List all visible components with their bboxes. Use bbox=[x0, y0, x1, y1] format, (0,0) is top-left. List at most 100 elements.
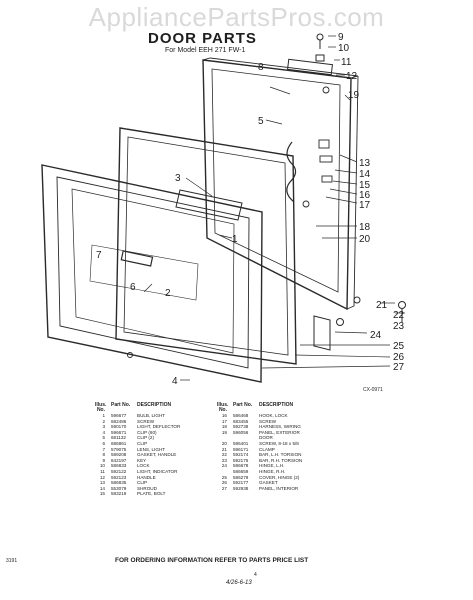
legend-part-no: 596056 bbox=[233, 429, 249, 435]
legend-row: DOOR bbox=[217, 435, 357, 441]
handwritten-note: 4/26-6-13 bbox=[226, 580, 252, 586]
legend-description: GASKET bbox=[259, 480, 278, 486]
watermark: AppliancePartsPros.com bbox=[88, 2, 385, 32]
legend-illus-no: 22 bbox=[221, 452, 227, 458]
legend-illus-no: 11 bbox=[100, 468, 105, 474]
callout-5: 5 bbox=[258, 116, 264, 127]
legend-illus-no: 13 bbox=[99, 480, 105, 486]
exploded-door-diagram: 1 2 3 4 5 6 7 8 9 10 11 12 13 14 15 16 1… bbox=[41, 32, 406, 387]
legend-part-no: 586833 bbox=[111, 463, 127, 469]
callout-16: 16 bbox=[359, 190, 371, 201]
drawing-stamp: CX-0971 bbox=[363, 387, 383, 393]
callout-22: 22 bbox=[393, 310, 405, 321]
legend-description: HANDLE bbox=[137, 474, 156, 480]
header-illus-no: Illus. No. bbox=[217, 402, 229, 413]
legend-part-no: 681132 bbox=[111, 435, 126, 441]
legend-illus-no: 24 bbox=[221, 463, 227, 469]
ordering-footer: FOR ORDERING INFORMATION REFER TO PARTS … bbox=[115, 557, 309, 564]
legend-part-no: 586678 bbox=[233, 463, 249, 469]
model-subtitle: For Model EEH 271 FW-1 bbox=[165, 47, 246, 54]
legend-illus-no: 6 bbox=[102, 440, 105, 446]
callout-1: 1 bbox=[232, 234, 238, 245]
legend-description: SCREW, 8-18 x 5/8 bbox=[259, 440, 299, 446]
legend-part-no: 596677 bbox=[111, 413, 127, 418]
legend-illus-no: 23 bbox=[221, 457, 227, 463]
interior-door-panel bbox=[41, 164, 263, 383]
legend-part-no: 586835 bbox=[111, 480, 127, 486]
document-code: 3191 bbox=[6, 558, 18, 564]
legend-description: BAR, L.H. TORSION bbox=[259, 452, 302, 458]
legend-row: 1 596677 BULB, LIGHT bbox=[95, 413, 235, 419]
legend-description: PANEL, EXTERIOR bbox=[259, 429, 300, 435]
legend-description: CLIP bbox=[137, 440, 148, 446]
callout-18: 18 bbox=[359, 222, 371, 233]
callout-15: 15 bbox=[359, 180, 371, 191]
legend-part-no: 586468 bbox=[233, 413, 249, 418]
callout-4: 4 bbox=[172, 376, 178, 387]
legend-illus-no: 2 bbox=[102, 418, 105, 424]
lock-and-key bbox=[315, 33, 325, 62]
callout-20: 20 bbox=[359, 234, 371, 245]
page-number: 4 bbox=[254, 572, 257, 578]
callout-27: 27 bbox=[393, 362, 405, 373]
callout-11: 11 bbox=[341, 57, 352, 68]
hinge-assembly bbox=[127, 296, 406, 358]
legend-header: Illus. No. Part No. DESCRIPTION bbox=[95, 403, 235, 413]
legend-part-no: 592177 bbox=[233, 480, 249, 486]
legend-description: CLIP bbox=[137, 480, 148, 486]
legend-description: DOOR bbox=[259, 435, 273, 441]
legend-description: BAR, R.H. TORSION bbox=[259, 457, 303, 463]
legend-description: GASKET, HANDLE bbox=[137, 452, 177, 458]
legend-part-no: 579075 bbox=[111, 446, 127, 452]
callout-6: 6 bbox=[130, 282, 136, 293]
header-description: DESCRIPTION bbox=[137, 402, 172, 408]
legend-description: KEY bbox=[137, 457, 147, 463]
callout-12: 12 bbox=[346, 71, 358, 82]
legend-illus-no: 20 bbox=[221, 440, 227, 446]
header-part-no: Part No. bbox=[233, 402, 253, 408]
header-description: DESCRIPTION bbox=[259, 402, 294, 408]
legend-description: PANEL, INTERIOR bbox=[259, 485, 299, 491]
legend-description: LIGHT, INDICATOR bbox=[137, 468, 178, 474]
legend-part-no: 842197 bbox=[111, 457, 127, 463]
legend-part-no: 592123 bbox=[111, 474, 127, 480]
legend-header: Illus. No. Part No. DESCRIPTION bbox=[217, 403, 357, 413]
callout-10: 10 bbox=[338, 43, 350, 54]
callout-17: 17 bbox=[359, 200, 371, 211]
legend-description: BULB, LIGHT bbox=[137, 413, 166, 418]
header-illus-no: Illus. No. bbox=[95, 402, 107, 413]
callout-8: 8 bbox=[258, 62, 264, 73]
legend-part-no: 590170 bbox=[111, 424, 127, 430]
legend-part-no: 553079 bbox=[111, 485, 127, 491]
page-title: DOOR PARTS bbox=[148, 30, 257, 47]
legend-illus-no: 25 bbox=[221, 474, 227, 480]
legend-row: 26 592177 GASKET bbox=[217, 480, 357, 486]
callout-3: 3 bbox=[175, 173, 181, 184]
legend-illus-no: 5 bbox=[102, 435, 105, 441]
legend-illus-no: 1 bbox=[102, 413, 105, 418]
legend-illus-no: 15 bbox=[99, 491, 105, 497]
callout-9: 9 bbox=[338, 32, 344, 43]
callout-25: 25 bbox=[393, 341, 405, 352]
legend-illus-no: 3 bbox=[102, 424, 105, 430]
legend-illus-no: 26 bbox=[221, 480, 227, 486]
callout-2: 2 bbox=[165, 288, 171, 299]
callout-14: 14 bbox=[359, 169, 371, 180]
legend-description: HINGE, R.H. bbox=[259, 468, 286, 474]
